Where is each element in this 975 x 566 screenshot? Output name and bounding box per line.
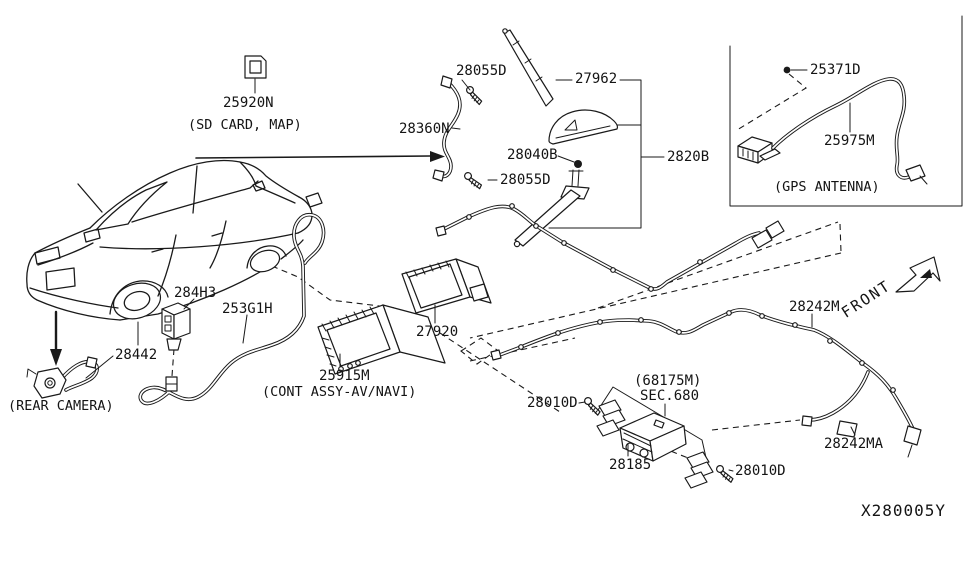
part-label-display-unit: 27920 [416,324,459,340]
pointer-arrows [50,151,445,366]
diagram-id-code: X280005Y [861,501,947,520]
audio-deck-assembly [578,386,736,489]
caption-nav-unit: (CONT ASSY-AV/NAVI) [262,384,417,400]
part-label-switch: 284H3 [174,285,217,301]
switch-and-av-cable [138,192,326,406]
roof-harness [490,308,922,458]
part-label-grommet: 28040B [507,147,558,163]
part-label-gps-feeder: 25975M [824,133,875,149]
part-label-screw-upper: 28055D [456,63,507,79]
rear-camera-group [26,355,114,399]
caption-sd-card: (SD CARD, MAP) [188,117,302,133]
part-label-rear-camera: 28442 [115,347,158,363]
part-label-antenna-assy: 2820B [667,149,710,165]
caption-gps-antenna: (GPS ANTENNA) [774,179,880,195]
sd-card-icon [244,55,267,94]
part-label-screw-lower: 28055D [500,172,551,188]
part-label-antenna-rod: 27962 [575,71,618,87]
nav-unit-drawing [317,304,446,375]
part-label-audio-deck: 28185 [609,457,652,473]
part-label-sec-ref: (68175M) [634,373,702,389]
part-label-body-harness: 28242MA [824,436,884,452]
harness-clips [518,310,896,393]
caption-rear-camera: (REAR CAMERA) [8,398,114,414]
front-direction-arrow [895,256,941,293]
part-label-av-cable: 253G1H [222,301,273,317]
part-label-nav-unit: 25915M [319,368,370,384]
part-label-roof-harness: 28242M [789,299,840,315]
part-label-sd-card: 25920N [223,95,274,111]
part-label-gps-screw: 25371D [810,62,861,78]
roof-antenna-group [432,28,665,248]
gps-antenna-inset [729,15,963,207]
display-unit-drawing [401,258,492,324]
part-label-bracket-screw-right: 28010D [735,463,786,479]
part-label-antenna-cable: 28360N [399,121,450,137]
part-label-bracket-screw-left: 28010D [527,395,578,411]
cable-clips [466,203,703,292]
part-label-sec-code: SEC.680 [640,388,700,404]
antenna-feeder-cable [435,203,785,292]
car-illustration [26,159,313,321]
